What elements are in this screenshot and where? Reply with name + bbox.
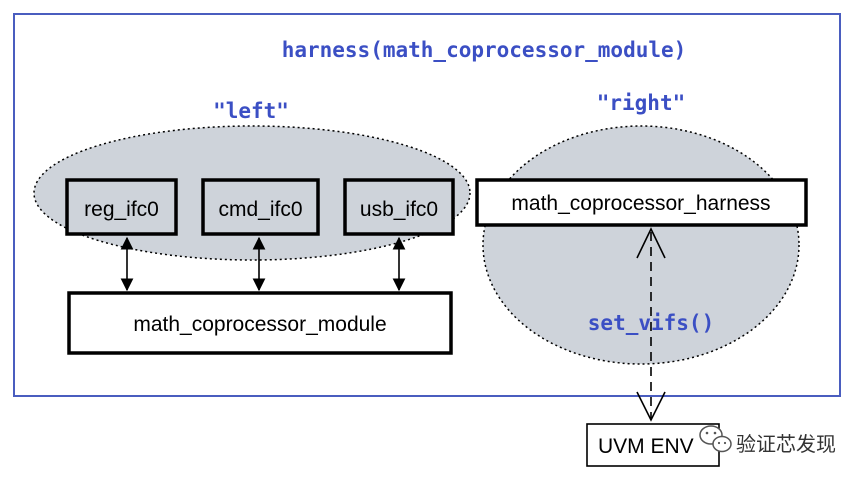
open-arrowhead-up	[636, 227, 666, 259]
harness-frame	[13, 13, 841, 397]
module-label: math_coprocessor_module	[133, 313, 386, 336]
wechat-icon	[699, 425, 732, 453]
math-coprocessor-module-box: math_coprocessor_module	[67, 291, 453, 355]
interface-usb-ifc0: usb_ifc0	[343, 178, 455, 236]
harness-label: math_coprocessor_harness	[511, 192, 770, 215]
interface-label: cmd_ifc0	[218, 198, 302, 221]
set-vifs-label: set_vifs()	[588, 311, 714, 335]
interface-cmd-ifc0: cmd_ifc0	[201, 178, 320, 236]
watermark-text: 验证芯发现	[736, 433, 836, 456]
open-arrowhead-down	[636, 391, 666, 422]
right-group-label: "right"	[597, 91, 686, 115]
math-coprocessor-harness-box: math_coprocessor_harness	[475, 178, 808, 227]
watermark: 验证芯发现	[699, 425, 836, 456]
left-group-label: "left"	[213, 99, 289, 123]
uvm-env-box: UVM ENV	[586, 423, 720, 467]
interface-label: reg_ifc0	[84, 198, 159, 221]
env-label: UVM ENV	[598, 435, 694, 458]
interface-label: usb_ifc0	[360, 198, 438, 221]
harness-title: harness(math_coprocessor_module)	[282, 38, 687, 62]
interface-reg-ifc0: reg_ifc0	[65, 178, 178, 236]
